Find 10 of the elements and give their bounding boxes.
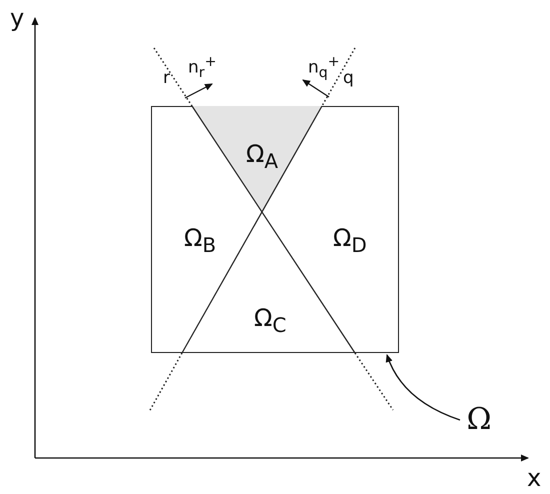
region-label: Ω$_{C}$ [254,306,286,335]
arrow [386,354,460,421]
region-label: Ω$_{D}$ [333,226,367,255]
line-label: r [163,70,170,87]
axis-label: y [10,6,24,30]
axis-label: x [527,466,542,490]
domain-symbol: Ω [462,403,496,437]
line-label: q [343,70,354,87]
region-label: Ω$_{B}$ [184,226,216,255]
region-label: Ω$_{A}$ [246,142,278,171]
